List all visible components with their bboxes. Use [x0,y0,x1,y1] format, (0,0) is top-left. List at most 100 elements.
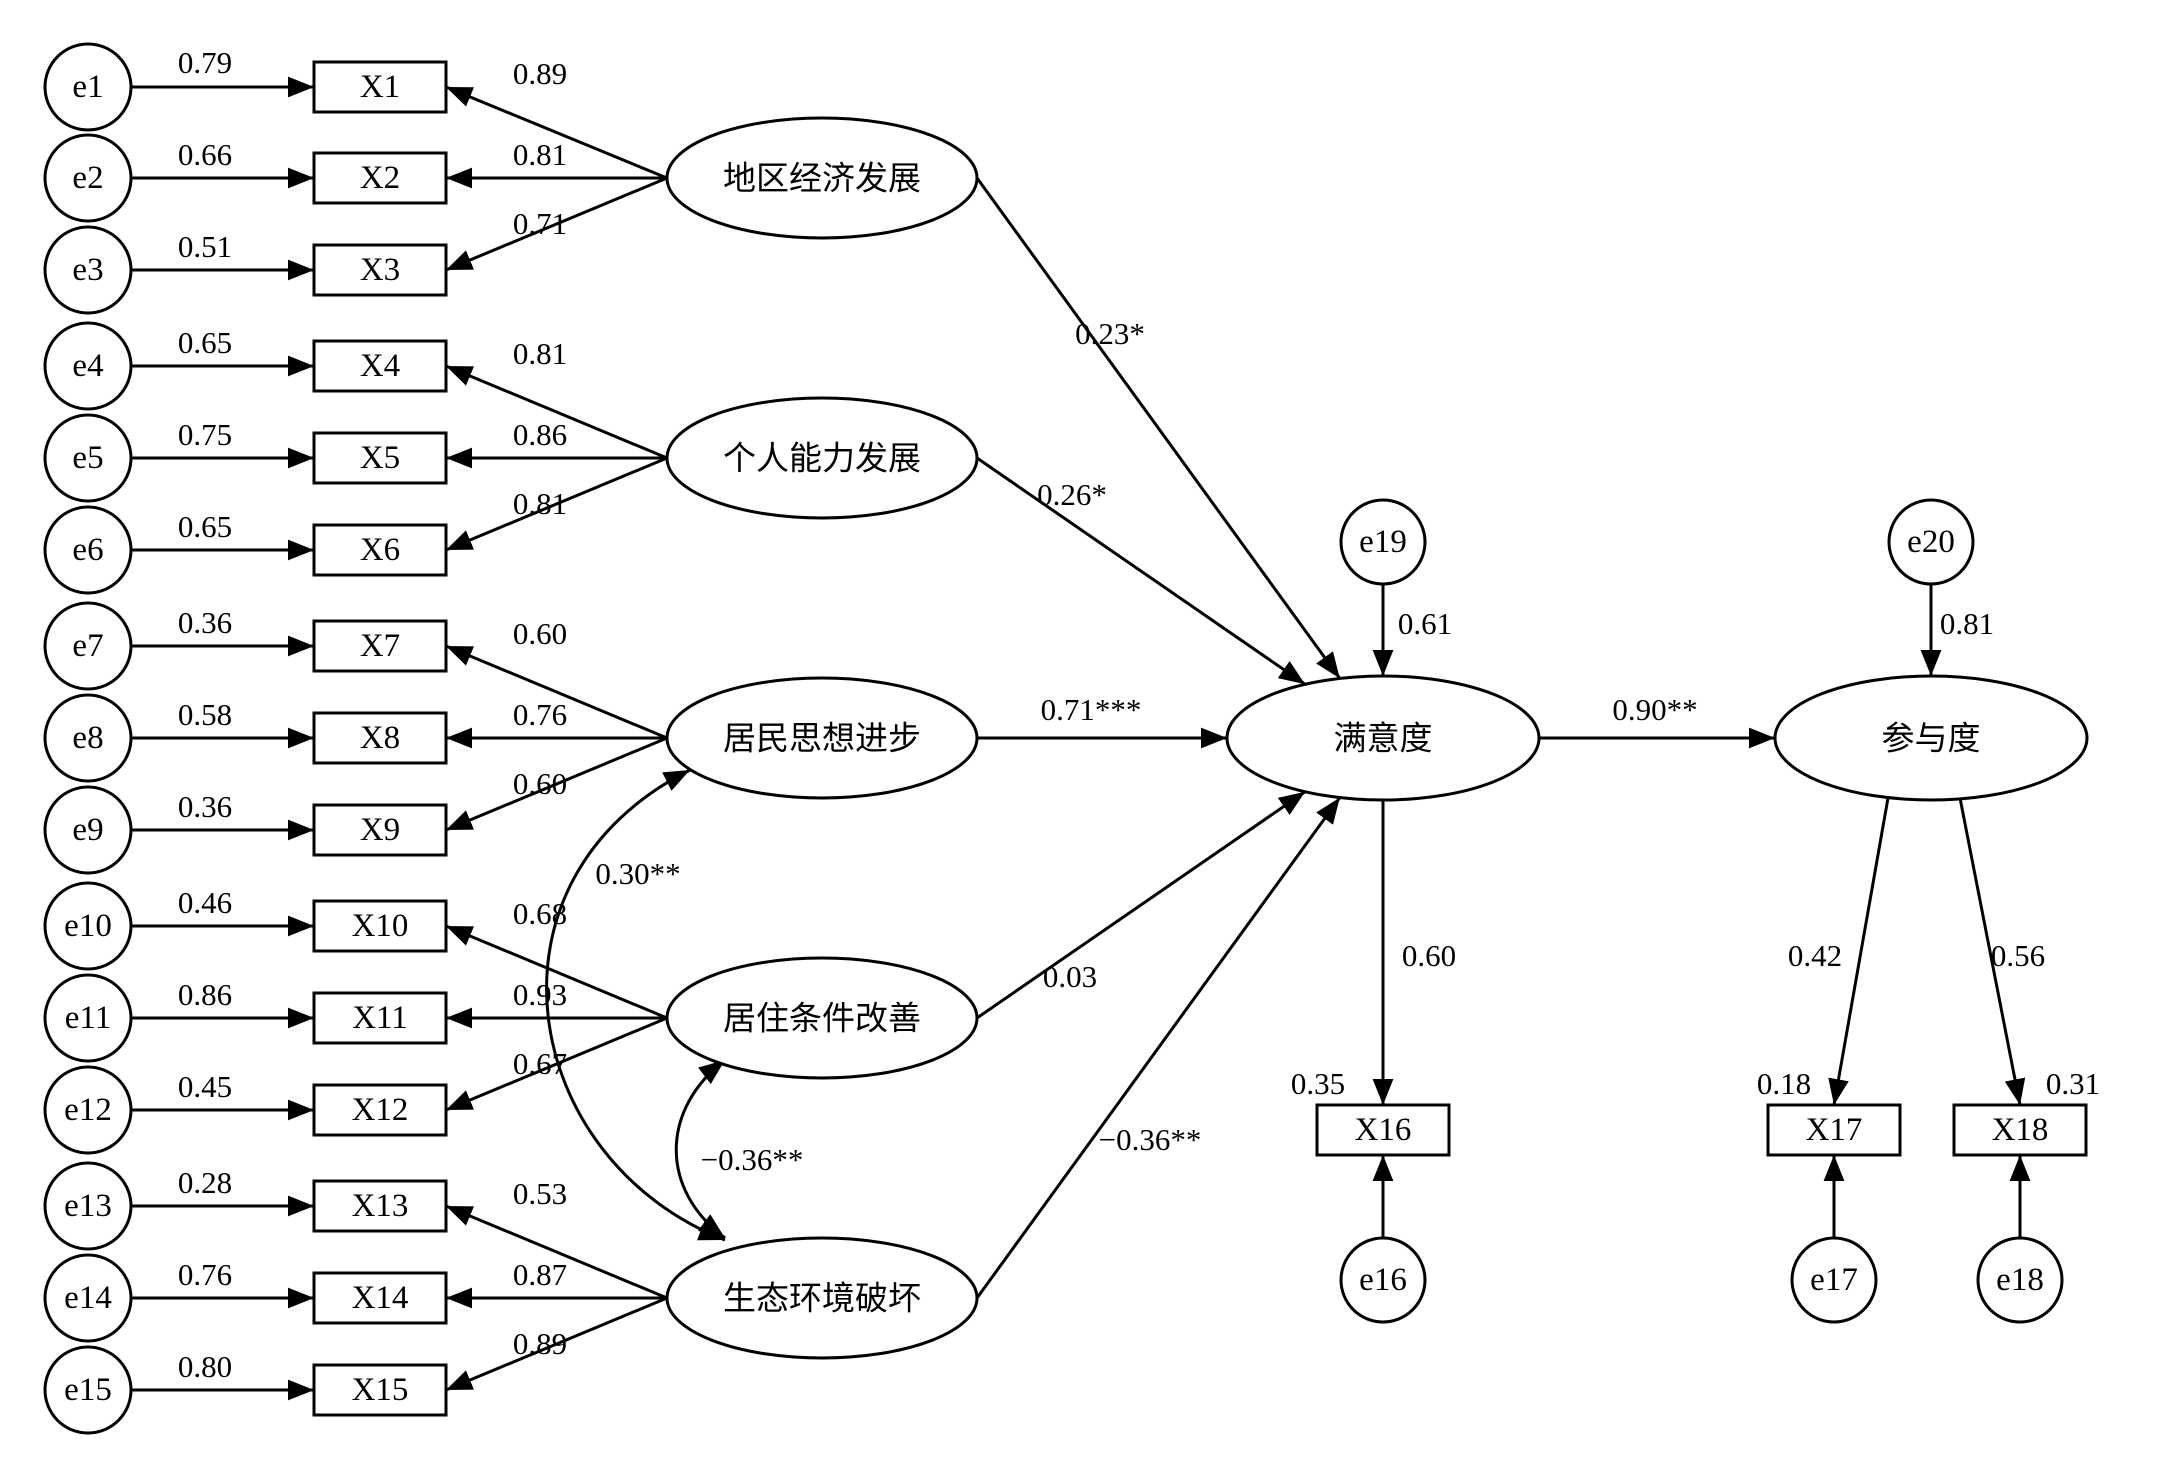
error-label-e6: e6 [72,532,103,568]
error-node-e13 [43,1161,133,1251]
indicator-box-x9 [312,803,448,857]
error-label-e20: e20 [1907,524,1955,560]
indicator-box-x4 [312,339,448,393]
error-node-e9 [43,785,133,875]
indicator-box-x10 [312,899,448,953]
latent-label-2: 个人能力发展 [723,439,921,478]
indicator-label-x18: X18 [1992,1112,2049,1148]
error-node-e19 [1339,498,1427,586]
factor-loading-label-x7: 0.60 [513,616,567,651]
error-loading-label-e14: 0.76 [178,1257,232,1292]
error-label-e12: e12 [64,1092,112,1128]
indicator-box-x13 [312,1179,448,1233]
indicator-label-x8: X8 [360,720,400,756]
x16-r2-label: 0.35 [1291,1066,1345,1101]
error-node-e5 [43,413,133,503]
error-label-e18: e18 [1996,1262,2044,1298]
error-loading-label-e1: 0.79 [178,45,232,80]
error-node-e14 [43,1253,133,1343]
path-label-thought-satisfaction: 0.71*** [1041,692,1142,727]
error-node-e2 [43,133,133,223]
participation-node [1773,674,2089,802]
path-label-ability-satisfaction: 0.26* [1037,477,1107,512]
loading-arrow-x1 [445,85,668,180]
error-node-e1 [43,42,133,132]
loading-arrow-x3 [445,176,668,272]
error-label-e2: e2 [72,160,103,196]
path-label-housing-satisfaction: 0.03 [1043,959,1097,994]
indicator-box-x2 [312,151,448,205]
error-node-e17 [1790,1236,1878,1324]
indicator-box-x6 [312,523,448,577]
error-label-e4: e4 [72,348,103,384]
factor-loading-label-x2: 0.81 [513,137,567,172]
error-label-e13: e13 [64,1188,112,1224]
correlation-label-thought-ecology: 0.30** [595,856,680,891]
error-label-e19: e19 [1359,524,1407,560]
indicator-label-x1: X1 [360,69,400,105]
structural-arrow-1 [975,177,1342,680]
indicator-box-x12 [312,1083,448,1137]
indicator-box-x14 [312,1271,448,1325]
factor-loading-label-x9: 0.60 [513,766,567,801]
error-loading-label-e12: 0.45 [178,1069,232,1104]
factor-loading-label-x8: 0.76 [513,697,567,732]
x18-loading-label: 0.56 [1991,938,2045,973]
satisfaction-node [1225,674,1541,802]
factor-loading-label-x12: 0.67 [513,1046,567,1081]
latent-node-1 [665,116,979,240]
error-loading-label-e5: 0.75 [178,417,232,452]
error-loading-label-e9: 0.36 [178,789,232,824]
e20-path-label: 0.81 [1940,606,1994,641]
error-loading-label-e2: 0.66 [178,137,232,172]
indicator-box-x1 [312,60,448,114]
error-label-e15: e15 [64,1372,112,1408]
error-node-e11 [43,973,133,1063]
indicator-box-x5 [312,431,448,485]
error-node-e8 [43,693,133,783]
latent-node-2 [665,396,979,520]
latent-node-5 [665,1236,979,1360]
x16-loading-label: 0.60 [1402,938,1456,973]
participation-label: 参与度 [1882,719,1981,758]
indicator-label-x5: X5 [360,440,400,476]
factor-loading-label-x6: 0.81 [513,486,567,521]
error-label-e7: e7 [72,628,103,664]
factor-loading-label-x3: 0.71 [513,206,567,241]
indicator-label-x4: X4 [360,348,400,384]
indicator-box-x18 [1952,1103,2088,1157]
error-label-e16: e16 [1359,1262,1407,1298]
error-label-e11: e11 [65,1000,111,1036]
correlation-curve-housing-ecology [674,1058,726,1240]
error-node-e7 [43,601,133,691]
edges-layer [131,76,2031,1401]
indicator-label-x7: X7 [360,628,400,664]
error-loading-label-e3: 0.51 [178,229,232,264]
indicator-label-x11: X11 [352,1000,408,1036]
factor-loading-label-x4: 0.81 [513,336,567,371]
loading-arrow-x13 [445,1204,668,1300]
error-node-e15 [43,1345,133,1435]
error-node-e18 [1976,1236,2064,1324]
indicator-label-x3: X3 [360,252,400,288]
error-loading-label-e15: 0.80 [178,1349,232,1384]
error-label-e14: e14 [64,1280,112,1316]
error-label-e3: e3 [72,252,103,288]
indicator-label-x14: X14 [352,1280,409,1316]
loading-arrow-x4 [445,364,668,460]
e19-path-label: 0.61 [1398,606,1452,641]
error-loading-label-e7: 0.36 [178,605,232,640]
loading-arrow-x18 [1958,797,2026,1106]
indicator-box-x3 [312,243,448,297]
structural-arrow-2 [976,456,1306,686]
x17-loading-label: 0.42 [1788,938,1842,973]
indicator-box-x17 [1766,1103,1902,1157]
indicator-box-x15 [312,1363,448,1417]
error-loading-label-e10: 0.46 [178,885,232,920]
indicator-label-x6: X6 [360,532,400,568]
latent-label-3: 居民思想进步 [723,719,921,758]
latent-label-5: 生态环境破坏 [723,1279,921,1318]
path-label-ecology-satisfaction: −0.36** [1099,1122,1202,1157]
error-loading-label-e6: 0.65 [178,509,232,544]
